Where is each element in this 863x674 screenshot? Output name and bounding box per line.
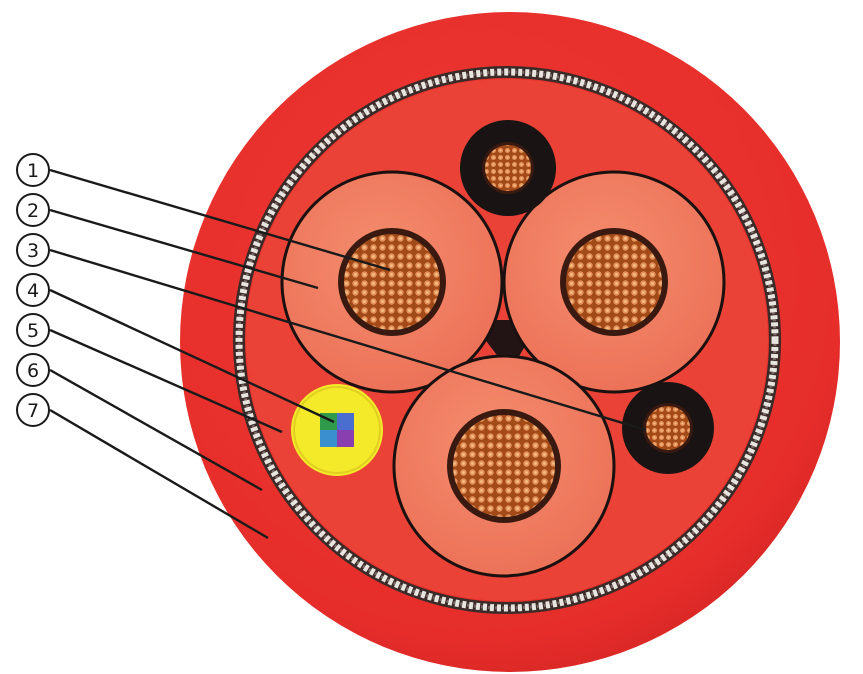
svg-text:4: 4 xyxy=(27,280,39,302)
callout-2: 2 xyxy=(17,194,49,226)
svg-text:5: 5 xyxy=(27,320,39,342)
callout-4: 4 xyxy=(17,274,49,306)
svg-text:6: 6 xyxy=(27,360,39,382)
callout-1: 1 xyxy=(17,154,49,186)
callout-6: 6 xyxy=(17,354,49,386)
svg-text:2: 2 xyxy=(27,200,39,222)
pilot-core-top xyxy=(460,120,556,216)
main-core-bottom xyxy=(394,356,614,576)
main-core-top-left xyxy=(282,172,502,392)
svg-text:1: 1 xyxy=(27,160,39,182)
callout-7: 7 xyxy=(17,394,49,426)
svg-text:3: 3 xyxy=(27,240,39,262)
svg-text:7: 7 xyxy=(27,400,39,422)
callout-3: 3 xyxy=(17,234,49,266)
conductor-strands xyxy=(344,234,440,330)
fibre-filler-element xyxy=(291,384,383,476)
callout-5: 5 xyxy=(17,314,49,346)
